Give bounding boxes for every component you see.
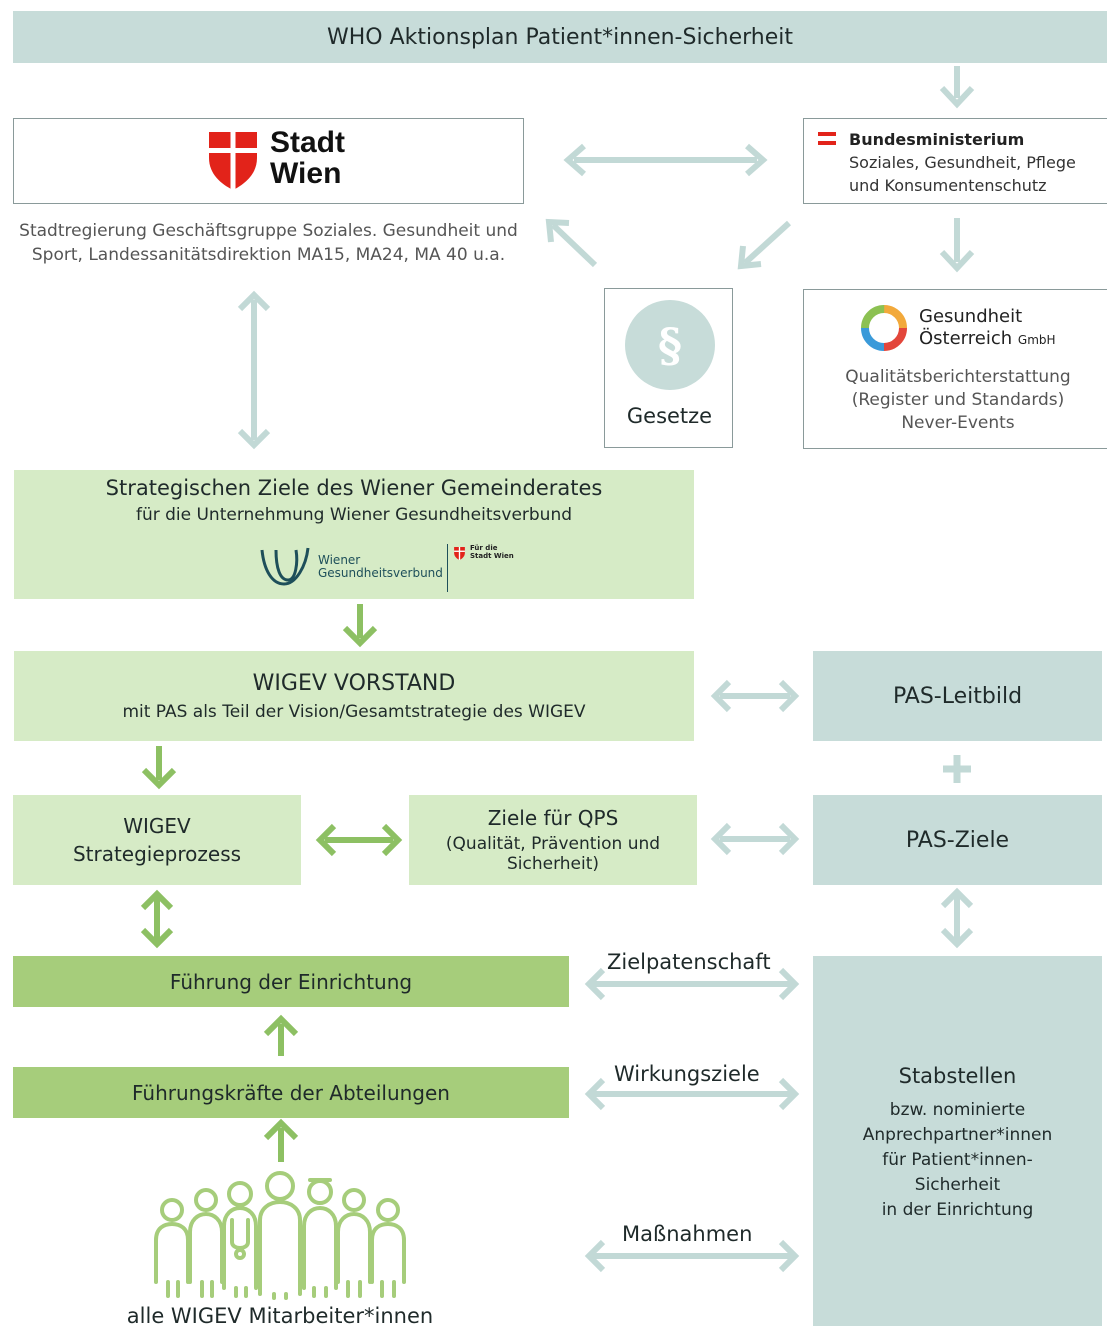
stabstellen-line5: in der Einrichtung (881, 1200, 1034, 1220)
stadt-wien-logo-line2: Wien (270, 157, 342, 190)
arrow-ministry-to-gesetze (737, 220, 792, 270)
arrow-wirkungsziele (584, 1077, 800, 1111)
who-banner-text: WHO Aktionsplan Patient*innen-Sicherheit (326, 24, 794, 50)
stadt-wien-caption-line1: Stadtregierung Geschäftsgruppe Soziales.… (19, 221, 518, 241)
stabstellen-line4: Sicherheit (914, 1175, 1001, 1195)
goeg-logo-line1: Gesundheit (919, 306, 1023, 327)
arrow-zielpatenschaft (584, 967, 800, 1001)
strategic-goals-subtitle: für die Unternehmung Wiener Gesundheitsv… (135, 505, 573, 525)
fuehrungskraefte-label: Führungskräfte der Abteilungen (132, 1080, 450, 1105)
paragraph-symbol: § (657, 318, 683, 372)
arrow-vorstand-to-strategieprozess (141, 746, 177, 790)
stadt-wien-shield-icon (209, 132, 257, 190)
fuehrung-einrichtung-label: Führung der Einrichtung (169, 969, 413, 994)
who-banner: WHO Aktionsplan Patient*innen-Sicherheit (13, 11, 1107, 63)
stadt-wien-logo-text: Stadt Wien (270, 127, 345, 189)
logo-divider (447, 544, 448, 592)
mitarbeiter-caption: alle WIGEV Mitarbeiter*innen (126, 1304, 434, 1328)
austria-flag-icon (818, 131, 836, 145)
label-wirkungsziele: Wirkungsziele (614, 1062, 760, 1086)
arrow-mitarbeiter-to-abteilungen (263, 1118, 299, 1162)
arrow-who-to-ministry (939, 66, 975, 109)
stabstellen-box: Stabstellen bzw. nominierte Anprechpartn… (813, 956, 1102, 1326)
ministry-text: Bundesministerium Soziales, Gesundheit, … (849, 128, 1076, 197)
ziele-qps-line2: Sicherheit) (506, 854, 600, 874)
strategieprozess-line2: Strategieprozess (72, 842, 242, 866)
small-stadt-wien-text: Für die Stadt Wien (470, 544, 514, 560)
stadt-wien-box: Stadt Wien (13, 118, 524, 204)
wigev-logo-text: Wiener Gesundheitsverbund (318, 554, 443, 580)
vorstand-title: WIGEV VORSTAND (252, 670, 456, 696)
gesetze-label: Gesetze (626, 404, 713, 428)
stabstellen-line1: bzw. nominierte (889, 1100, 1026, 1120)
stabstellen-line3: für Patient*innen- (882, 1150, 1033, 1170)
fuehrung-einrichtung-box: Führung der Einrichtung (13, 956, 569, 1007)
goeg-logo-line2: Österreich (919, 328, 1013, 349)
paragraph-icon: § (625, 300, 715, 390)
strategieprozess-line1: WIGEV (123, 814, 191, 838)
strategieprozess-box: WIGEV Strategieprozess (13, 795, 301, 885)
goeg-description: Qualitätsberichterstattung (Register und… (804, 366, 1107, 435)
wigev-logo-icon (258, 544, 314, 592)
arrow-strategic-to-vorstand (342, 604, 378, 648)
arrow-pasziele-stabstellen (940, 887, 974, 949)
goeg-logo-text: Gesundheit Österreich GmbH (919, 306, 1056, 351)
ministry-line2: Soziales, Gesundheit, Pflege (849, 153, 1076, 172)
pas-ziele-label: PAS-Ziele (905, 827, 1010, 853)
arrow-vorstand-leitbild (710, 679, 800, 713)
arrow-qps-paszeile (710, 822, 800, 856)
pas-leitbild-box: PAS-Leitbild (813, 651, 1102, 741)
small-stadt-wien-line1: Für die (470, 544, 498, 552)
goeg-line2: (Register und Standards) (851, 390, 1065, 410)
vorstand-subtitle: mit PAS als Teil der Vision/Gesamtstrate… (122, 701, 586, 722)
wigev-logo-text2: Gesundheitsverbund (318, 566, 443, 580)
wigev-logo-text1: Wiener (318, 553, 361, 567)
goeg-line3: Never-Events (901, 413, 1015, 433)
arrow-stadtwien-ministry (563, 143, 768, 177)
pas-ziele-box: PAS-Ziele (813, 795, 1102, 885)
strategic-goals-box: Strategischen Ziele des Wiener Gemeinder… (14, 470, 694, 599)
stadt-wien-caption-line2: Sport, Landessanitätsdirektion MA15, MA2… (31, 245, 506, 265)
strategic-goals-title: Strategischen Ziele des Wiener Gemeinder… (105, 476, 603, 500)
ministry-line3: und Konsumentenschutz (849, 176, 1047, 195)
stadt-wien-caption: Stadtregierung Geschäftsgruppe Soziales.… (13, 219, 524, 267)
plus-icon (943, 755, 971, 783)
arrow-strategieprozess-qps (315, 823, 403, 857)
vorstand-box: WIGEV VORSTAND mit PAS als Teil der Visi… (14, 651, 694, 741)
goeg-ring-icon (859, 303, 909, 353)
stadt-wien-logo-line1: Stadt (270, 126, 345, 159)
arrow-ministry-to-goeg (939, 218, 975, 273)
arrow-gesetze-to-stadtwien (545, 218, 598, 268)
pas-leitbild-label: PAS-Leitbild (892, 683, 1023, 709)
stabstellen-description: bzw. nominierte Anprechpartner*innen für… (813, 1098, 1102, 1223)
ziele-qps-title: Ziele für QPS (487, 806, 619, 830)
arrow-strategieprozess-fuehrung (140, 889, 174, 949)
arrow-abteilungen-to-einrichtung (263, 1014, 299, 1056)
arrow-massnahmen (584, 1239, 800, 1273)
ziele-qps-line1: (Qualität, Prävention und (445, 834, 661, 854)
arrow-stadtwien-strategic (237, 290, 271, 450)
stabstellen-title: Stabstellen (898, 1064, 1017, 1088)
ministry-box: Bundesministerium Soziales, Gesundheit, … (803, 118, 1107, 204)
small-stadt-wien-line2: Stadt Wien (470, 552, 514, 560)
ministry-line1: Bundesministerium (849, 130, 1025, 149)
fuehrungskraefte-box: Führungskräfte der Abteilungen (13, 1067, 569, 1118)
goeg-logo-suffix: GmbH (1017, 333, 1056, 347)
ziele-qps-box: Ziele für QPS (Qualität, Prävention und … (409, 795, 697, 885)
label-massnahmen: Maßnahmen (622, 1222, 753, 1246)
label-zielpatenschaft: Zielpatenschaft (607, 950, 771, 974)
small-stadt-wien-icon (454, 545, 465, 560)
stabstellen-line2: Anprechpartner*innen (862, 1125, 1053, 1145)
gesetze-box: § Gesetze (604, 288, 733, 448)
staff-group-icon (150, 1170, 412, 1300)
goeg-line1: Qualitätsberichterstattung (845, 367, 1071, 387)
goeg-box: Gesundheit Österreich GmbH Qualitätsberi… (803, 289, 1107, 449)
